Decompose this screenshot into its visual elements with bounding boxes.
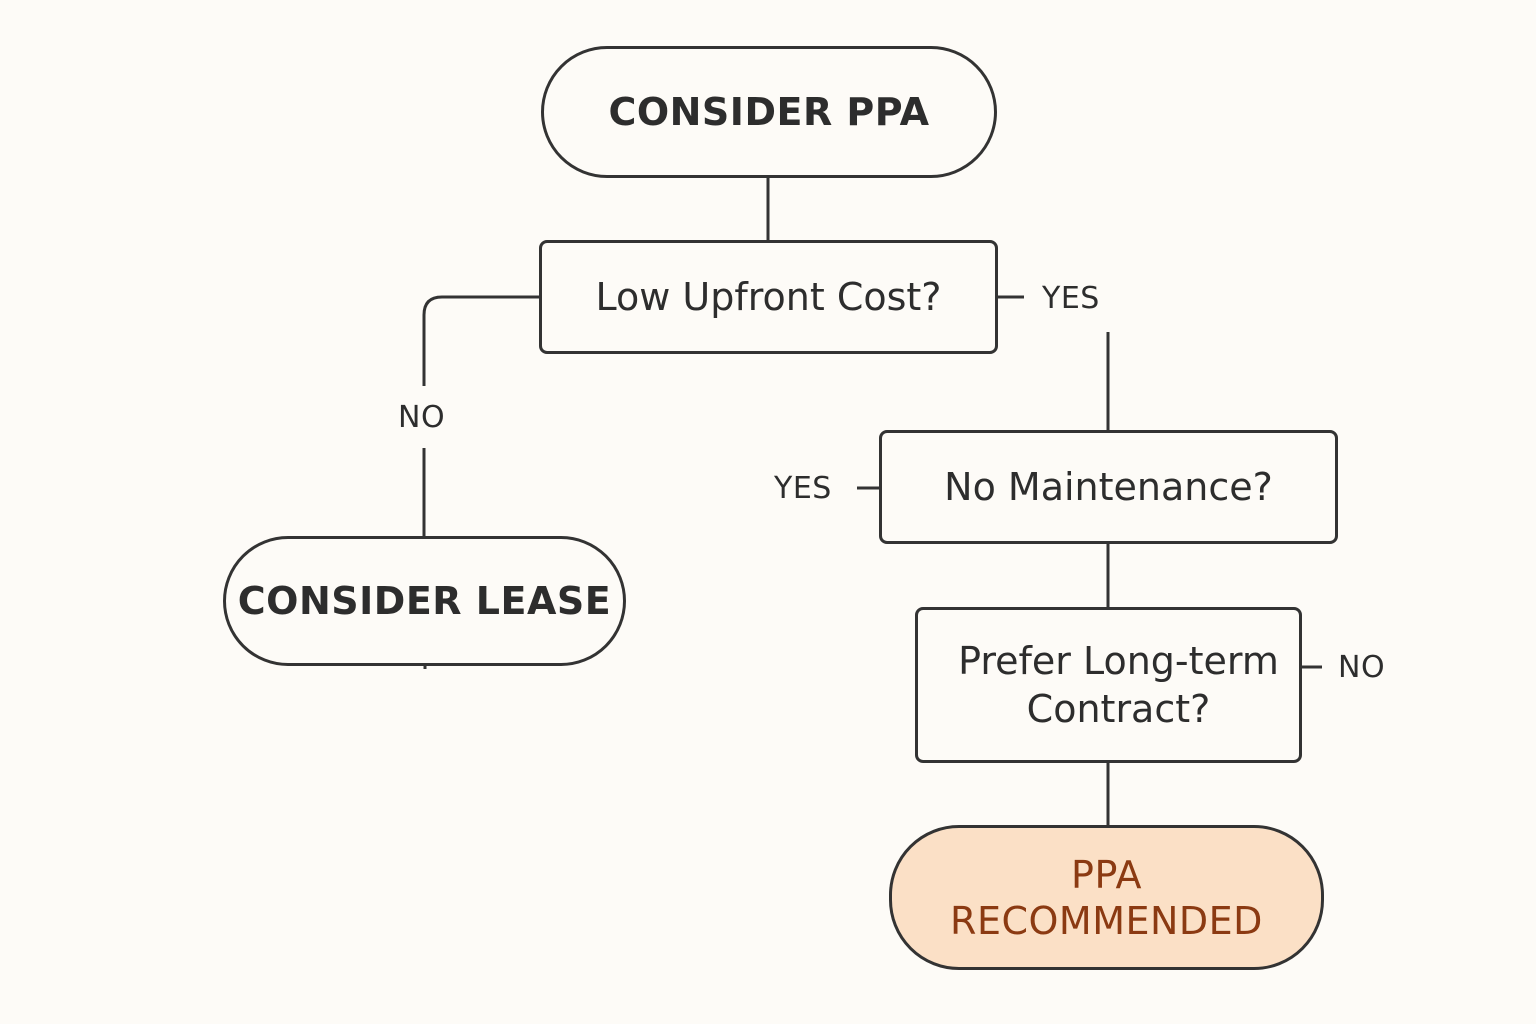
outcome-ppa-recommended-line2: RECOMMENDED [950,898,1263,943]
decision-long-term-contract-line2: Contract? [1026,687,1211,731]
outcome-ppa-recommended: PPA RECOMMENDED [889,825,1324,970]
decision-low-upfront-cost: Low Upfront Cost? [539,240,998,354]
edge-label-low-upfront-no: NO [398,400,446,435]
decision-long-term-contract: Prefer Long-term Contract? [915,607,1302,763]
decision-no-maintenance-label: No Maintenance? [944,465,1273,509]
decision-no-maintenance: No Maintenance? [879,430,1338,544]
edge-label-long-term-no: NO [1338,650,1386,685]
start-node-consider-ppa: CONSIDER PPA [541,46,997,178]
outcome-ppa-recommended-label: PPA RECOMMENDED [950,852,1263,944]
edge-label-no-maintenance-yes: YES [774,471,832,506]
edge-label-low-upfront-yes: YES [1042,281,1100,316]
decision-low-upfront-cost-label: Low Upfront Cost? [595,275,942,319]
outcome-consider-lease: CONSIDER LEASE [223,536,626,666]
decision-long-term-contract-label: Prefer Long-term Contract? [938,637,1279,733]
outcome-ppa-recommended-line1: PPA [1071,852,1142,897]
connector-low-upfront-no-upper [422,295,539,386]
start-node-label: CONSIDER PPA [608,90,930,134]
outcome-consider-lease-label: CONSIDER LEASE [237,579,612,623]
decision-long-term-contract-line1: Prefer Long-term [958,639,1279,683]
